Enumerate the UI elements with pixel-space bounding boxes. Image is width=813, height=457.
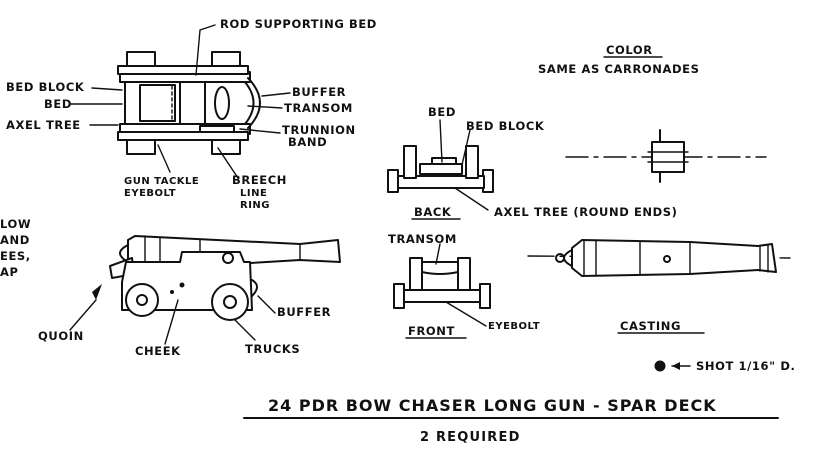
bed-block-back — [431, 157, 457, 165]
label-trunnion-1: TRUNNION — [282, 123, 356, 137]
casting-body — [571, 239, 777, 277]
end-view-body — [651, 141, 685, 173]
cheek-bottom — [117, 131, 249, 141]
label-rod-supporting-bed: ROD SUPPORTING BED — [220, 17, 377, 31]
edge-fragment-1: LOW — [0, 217, 31, 231]
page-subtitle: 2 REQUIRED — [420, 430, 521, 445]
color-text: SAME AS CARRONADES — [538, 62, 700, 76]
label-trucks: TRUCKS — [245, 342, 300, 356]
label-trunnion-2: BAND — [288, 135, 327, 149]
label-breech-1: BREECH — [232, 173, 287, 187]
edge-fragment-3: EES, — [0, 249, 31, 263]
truck-side-rear — [211, 283, 249, 321]
label-eyebolt: EYEBOLT — [488, 321, 540, 332]
end-view — [565, 129, 767, 183]
label-shot: SHOT 1/16" D. — [696, 359, 795, 373]
label-axel-tree-round: AXEL TREE (ROUND ENDS) — [494, 205, 678, 219]
label-front-caption: FRONT — [408, 324, 455, 338]
front-view — [393, 243, 491, 327]
page-title: 24 PDR BOW CHASER LONG GUN - SPAR DECK — [268, 396, 717, 415]
truck-side-front — [125, 283, 159, 317]
label-gun-tackle-2: EYEBOLT — [124, 188, 176, 199]
cheek-top — [117, 65, 249, 75]
bed-block — [139, 84, 176, 122]
back-view — [387, 119, 494, 211]
casting-barrel — [527, 239, 791, 277]
truck-top-left — [126, 51, 156, 67]
label-bed-block-back: BED BLOCK — [466, 119, 545, 133]
label-bed-block-top: BED BLOCK — [6, 80, 85, 94]
side-view-gun — [69, 235, 341, 345]
cheek-back-right — [465, 145, 479, 179]
label-back-caption: BACK — [414, 205, 452, 219]
label-bed-back: BED — [428, 105, 456, 119]
label-transom-top: TRANSOM — [284, 101, 353, 115]
label-quoin: QUOIN — [38, 329, 84, 343]
breech-ring — [214, 86, 230, 120]
label-transom-front: TRANSOM — [388, 232, 457, 246]
axle-front — [403, 289, 481, 303]
color-heading: COLOR — [606, 43, 653, 57]
bed — [124, 81, 181, 125]
label-axel-tree-top: AXEL TREE — [6, 118, 81, 132]
transom-front — [421, 261, 459, 275]
label-bed-top: BED — [44, 97, 72, 111]
label-breech-3: RING — [240, 200, 270, 211]
edge-fragment-2: AND — [0, 233, 30, 247]
cheek-back-left — [403, 145, 417, 179]
truck-top-right — [211, 51, 241, 67]
label-buffer-side: BUFFER — [277, 305, 331, 319]
top-view-carriage — [69, 24, 291, 179]
shot-dot — [654, 360, 666, 372]
truck-bottom-right — [211, 139, 241, 155]
bed-back — [419, 163, 463, 175]
truck-bottom-left — [126, 139, 156, 155]
label-gun-tackle-1: GUN TACKLE — [124, 176, 199, 187]
label-breech-2: LINE — [240, 188, 267, 199]
label-cheek: CHEEK — [135, 344, 181, 358]
label-buffer-top: BUFFER — [292, 85, 346, 99]
axle-back — [397, 175, 485, 189]
label-casting: CASTING — [620, 319, 681, 333]
edge-fragment-4: AP — [0, 265, 19, 279]
